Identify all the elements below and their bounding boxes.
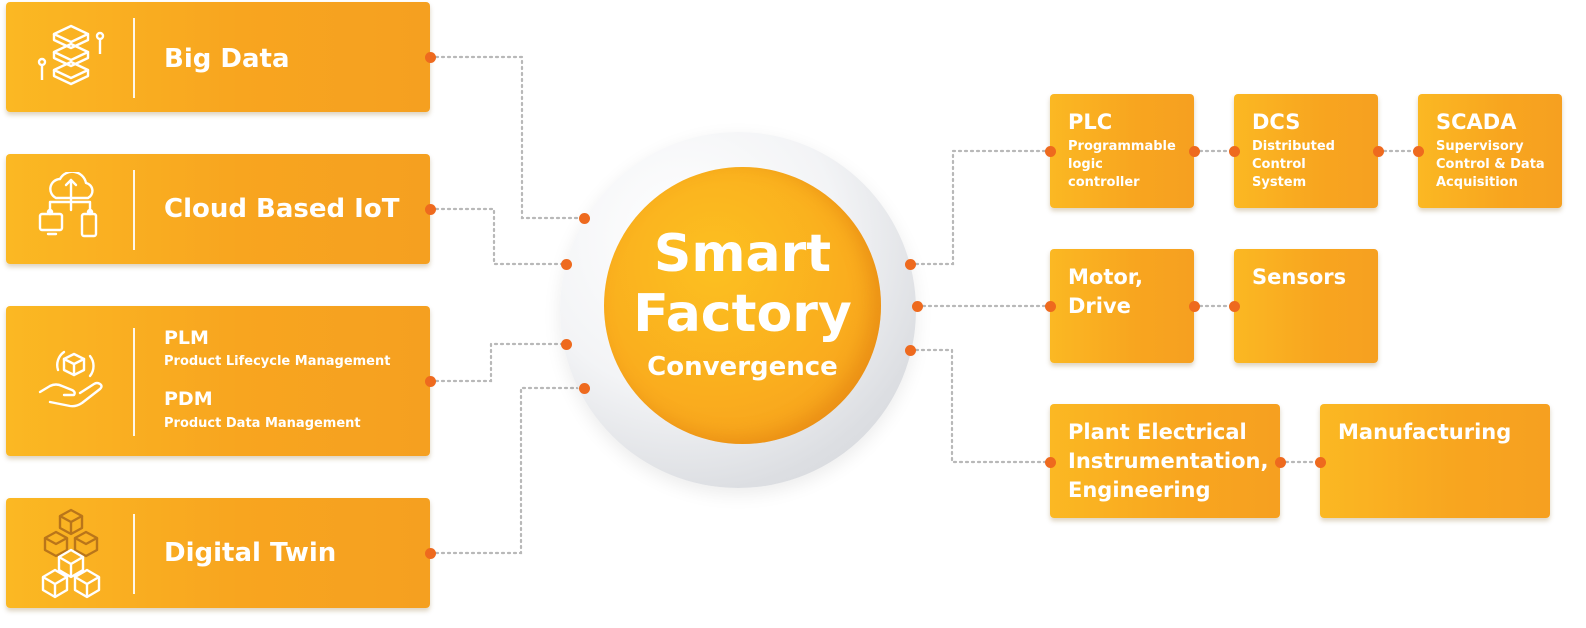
- digital-twin-card: Digital Twin: [6, 498, 430, 608]
- connector-dot: [1315, 457, 1326, 468]
- cubes-icon: [41, 508, 101, 599]
- scada-desc: Supervisory Control & Data Acquisition: [1436, 138, 1545, 192]
- connector-dot: [1275, 457, 1286, 468]
- plm-title: PLM: [164, 327, 209, 349]
- connector-dot: [905, 259, 916, 270]
- dcs-title: DCS: [1252, 110, 1301, 134]
- cloud-iot-card: Cloud Based IoT: [6, 154, 430, 264]
- sensors-title: Sensors: [1252, 265, 1347, 289]
- connector-dot: [579, 383, 590, 394]
- card-divider: [133, 514, 135, 594]
- plant-engineering-title: Plant Electrical Instrumentation, Engine…: [1068, 418, 1268, 505]
- digital-twin-title: Digital Twin: [164, 538, 337, 568]
- connector-dot: [912, 301, 923, 312]
- hand-cube-icon: [38, 350, 103, 408]
- connector-dot: [425, 204, 436, 215]
- connector-dot: [425, 52, 436, 63]
- scada-desc-line: Control & Data: [1436, 157, 1545, 172]
- connector-dot: [1189, 301, 1200, 312]
- connector-dot: [1229, 301, 1240, 312]
- connector-big-data: [428, 55, 586, 220]
- scada-desc-line: Acquisition: [1436, 175, 1518, 190]
- connector-dot: [1189, 146, 1200, 157]
- plc-desc-line: logic: [1068, 157, 1103, 172]
- connector-dot: [1229, 146, 1240, 157]
- motor-drive-line: Drive: [1068, 294, 1131, 318]
- sensors-card: Sensors: [1234, 249, 1378, 363]
- plc-card: PLC Programmable logic controller: [1050, 94, 1194, 208]
- plant-engineering-line: Instrumentation,: [1068, 449, 1269, 473]
- dcs-desc: Distributed Control System: [1252, 138, 1335, 192]
- card-divider: [133, 328, 135, 436]
- connector-dot: [1045, 146, 1056, 157]
- plant-engineering-line: Engineering: [1068, 478, 1211, 502]
- plc-desc-line: Programmable: [1068, 139, 1176, 154]
- plm-pdm-card: PLM Product Lifecycle Management PDM Pro…: [6, 306, 430, 456]
- manufacturing-title: Manufacturing: [1338, 420, 1512, 444]
- connector-plant: [908, 348, 1052, 464]
- connector-dot: [1045, 457, 1056, 468]
- scada-card: SCADA Supervisory Control & Data Acquisi…: [1418, 94, 1562, 208]
- dcs-desc-line: System: [1252, 175, 1307, 190]
- card-divider: [133, 18, 135, 98]
- connector-digital-twin: [428, 386, 586, 555]
- center-circle: [604, 167, 881, 444]
- connector-plm-pdm: [428, 342, 568, 383]
- motor-drive-line: Motor,: [1068, 265, 1144, 289]
- motor-drive-title: Motor, Drive: [1068, 263, 1143, 321]
- plc-desc: Programmable logic controller: [1068, 138, 1176, 192]
- plant-engineering-card: Plant Electrical Instrumentation, Engine…: [1050, 404, 1280, 518]
- card-divider: [133, 170, 135, 250]
- center-subtitle: Convergence: [647, 352, 838, 382]
- dcs-card: DCS Distributed Control System: [1234, 94, 1378, 208]
- connector-dot: [1373, 146, 1384, 157]
- motor-drive-card: Motor, Drive: [1050, 249, 1194, 363]
- plant-engineering-line: Plant Electrical: [1068, 420, 1247, 444]
- center-title-line1: Smart: [653, 224, 832, 284]
- dcs-desc-line: Control: [1252, 157, 1306, 172]
- database-stack-icon: [37, 24, 105, 86]
- cloud-iot-title: Cloud Based IoT: [164, 194, 400, 224]
- connector-dot: [425, 376, 436, 387]
- manufacturing-card: Manufacturing: [1320, 404, 1550, 518]
- connector-dot: [425, 548, 436, 559]
- connector-cloud-iot: [428, 207, 568, 266]
- connector-dot: [1413, 146, 1424, 157]
- pdm-desc: Product Data Management: [164, 416, 361, 431]
- connector-dot: [579, 213, 590, 224]
- connector-dot: [561, 259, 572, 270]
- connector-dot: [561, 339, 572, 350]
- pdm-title: PDM: [164, 388, 213, 410]
- plc-desc-line: controller: [1068, 175, 1140, 190]
- big-data-title: Big Data: [164, 44, 290, 74]
- center-title-line2: Factory: [633, 284, 852, 344]
- cloud-devices-icon: [38, 172, 98, 238]
- plc-title: PLC: [1068, 110, 1113, 134]
- dcs-desc-line: Distributed: [1252, 139, 1335, 154]
- connector-dot: [1045, 301, 1056, 312]
- big-data-card: Big Data: [6, 2, 430, 112]
- connector-plc: [908, 149, 1052, 266]
- scada-desc-line: Supervisory: [1436, 139, 1524, 154]
- connector-dot: [905, 345, 916, 356]
- scada-title: SCADA: [1436, 110, 1517, 134]
- plm-desc: Product Lifecycle Management: [164, 354, 391, 369]
